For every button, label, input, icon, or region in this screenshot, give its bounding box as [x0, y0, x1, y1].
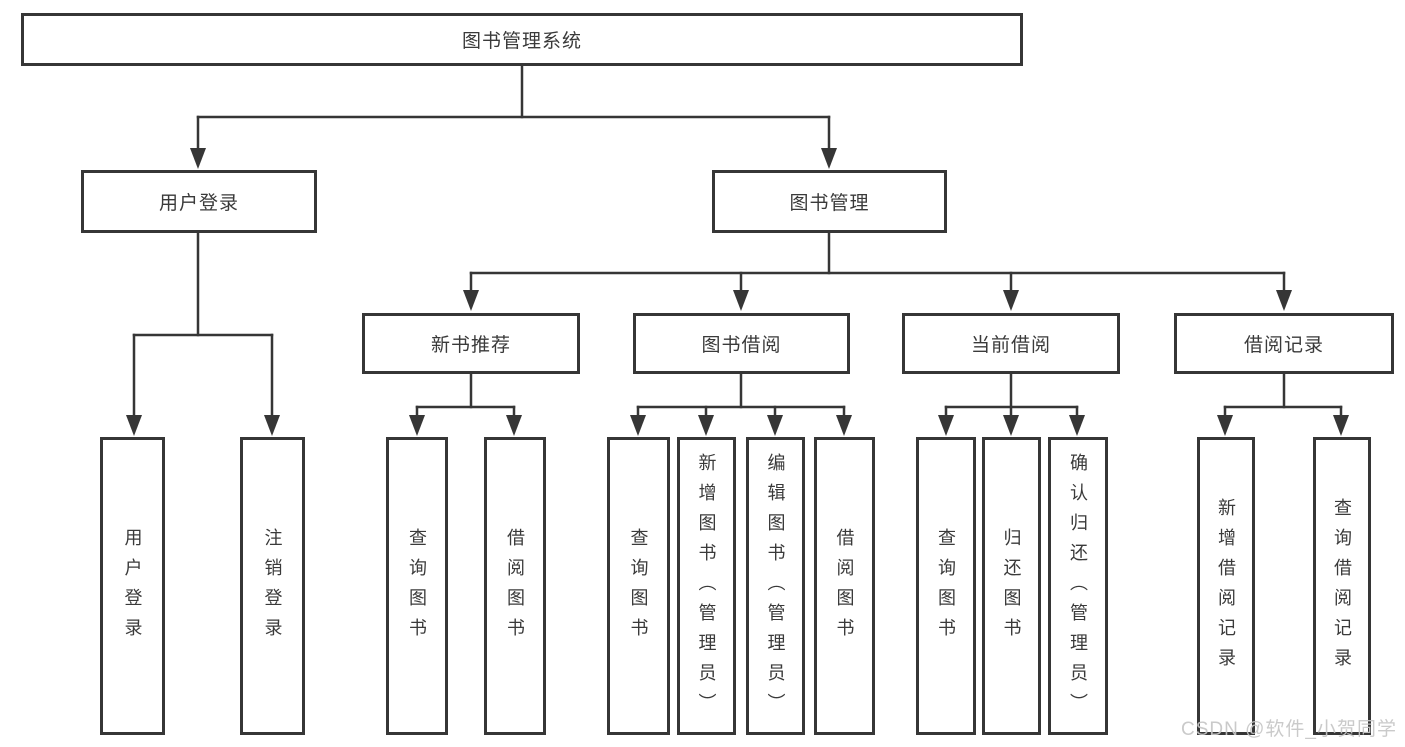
leaf-edit-book-admin: 编辑图书（管理员）	[746, 437, 805, 735]
arrowheads	[126, 148, 1349, 436]
leaf-borrow-books-recommend: 借阅图书	[484, 437, 546, 735]
leaf-query-books-recommend: 查询图书	[386, 437, 448, 735]
leaf-confirm-return-admin: 确认归还（管理员）	[1048, 437, 1108, 735]
leaf-query-books-current: 查询图书	[916, 437, 976, 735]
leaf-borrow-books-borrowing: 借阅图书	[814, 437, 875, 735]
node-book-management: 图书管理	[712, 170, 947, 233]
watermark: CSDN @软件_小贺同学	[1181, 719, 1397, 740]
node-new-book-recommend: 新书推荐	[362, 313, 580, 374]
node-book-borrowing: 图书借阅	[633, 313, 850, 374]
leaf-query-borrow-record: 查询借阅记录	[1313, 437, 1371, 735]
leaf-user-login: 用户登录	[100, 437, 165, 735]
node-borrowing-records: 借阅记录	[1174, 313, 1394, 374]
node-library-management-system: 图书管理系统	[21, 13, 1023, 66]
leaf-query-books-borrowing: 查询图书	[607, 437, 670, 735]
node-user-login: 用户登录	[81, 170, 317, 233]
leaf-return-books: 归还图书	[982, 437, 1041, 735]
node-current-borrowing: 当前借阅	[902, 313, 1120, 374]
leaf-add-book-admin: 新增图书（管理员）	[677, 437, 736, 735]
leaf-add-borrow-record: 新增借阅记录	[1197, 437, 1255, 735]
leaf-logout: 注销登录	[240, 437, 305, 735]
